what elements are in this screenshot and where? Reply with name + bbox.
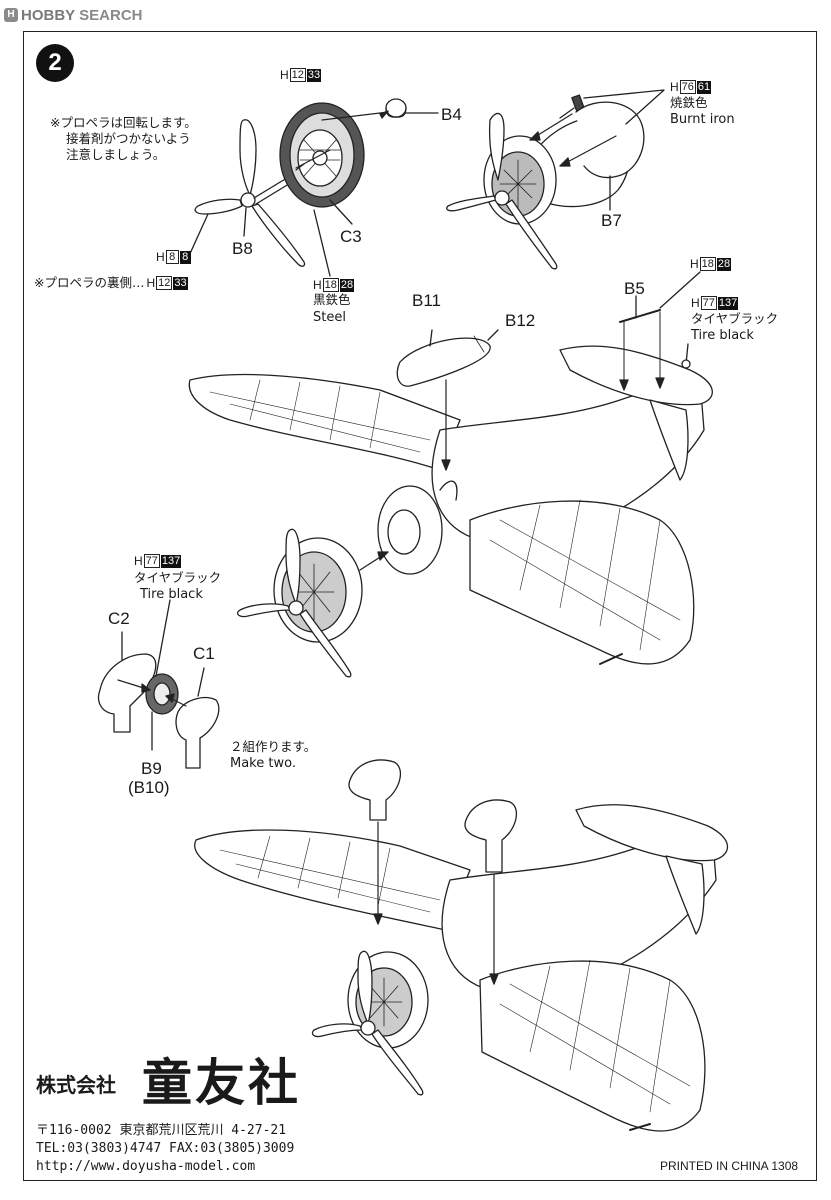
paint-name-en-tire-black-gear: Tire black [140, 587, 203, 602]
paint-prefix: H [156, 250, 165, 264]
part-label-c2: C2 [108, 609, 130, 628]
paint-prefix: H [134, 554, 143, 568]
paint-box-number: 76 [679, 80, 696, 94]
part-label-c3: C3 [340, 227, 362, 246]
part-label-c1: C1 [193, 644, 215, 663]
part-label-b9: B9 [141, 759, 162, 778]
propeller-note-line-2: 接着剤がつかないよう [66, 131, 191, 146]
paint-name-jp-tire-black-gear: タイヤブラック [134, 570, 222, 585]
part-label-b12: B12 [505, 311, 536, 330]
paint-box-number: 8 [165, 250, 179, 264]
paint-fill-number: 28 [339, 278, 355, 292]
company-tel-fax: TEL:03(3803)4747 FAX:03(3805)3009 [36, 1141, 295, 1156]
watermark-brand: HOBBY [21, 6, 76, 24]
company-brand: 童友社 [142, 1053, 301, 1112]
paint-fill-number: 137 [717, 296, 739, 310]
propeller-exploded-diagram [187, 98, 439, 277]
paint-box-number: 18 [322, 278, 339, 292]
part-label-b7: B7 [601, 211, 622, 230]
cowling-exhaust-diagram [446, 89, 665, 270]
propeller-note-line-3: 注意しましょう。 [66, 147, 166, 162]
aircraft-top-assembly [188, 271, 713, 678]
part-label-b11: B11 [412, 291, 441, 310]
printed-in-china: PRINTED IN CHINA 1308 [660, 1159, 799, 1173]
part-label-b8: B8 [232, 239, 253, 258]
paint-prefix: H [280, 68, 289, 82]
company-prefix: 株式会社 [36, 1073, 116, 1097]
paint-box-number: 12 [156, 276, 173, 290]
watermark-search: SEARCH [79, 6, 143, 24]
paint-name-en-steel: Steel [313, 310, 346, 325]
paint-box-number: 77 [700, 296, 717, 310]
paint-name-jp-steel: 黒鉄色 [313, 292, 351, 307]
paint-box-number: 18 [699, 257, 716, 271]
propeller-back-text: ※プロペラの裏側… [34, 274, 145, 290]
hobbysearch-watermark: H HOBBY SEARCH [4, 6, 143, 24]
part-label-b4: B4 [441, 105, 462, 124]
part-label-b5: B5 [624, 279, 645, 298]
paint-fill-number: 8 [179, 250, 191, 264]
paint-name-en-tire-black-tail: Tire black [691, 328, 754, 343]
paint-prefix: H [690, 257, 699, 271]
company-address: 〒116-0002 東京都荒川区荒川 4-27-21 [36, 1123, 287, 1138]
paint-prefix: H [691, 296, 700, 310]
paint-fill-number: 33 [173, 276, 188, 290]
company-url: http://www.doyusha-model.com [36, 1159, 256, 1174]
part-label-b10: (B10) [128, 778, 170, 797]
paint-fill-number: 137 [160, 554, 182, 568]
propeller-note-line-1: ※プロペラは回転します。 [50, 115, 197, 130]
paint-fill-number: 28 [716, 257, 732, 271]
aircraft-bottom-assembly [194, 759, 728, 1132]
paint-fill-number: 33 [306, 68, 322, 82]
paint-name-jp-burnt-iron: 焼鉄色 [670, 95, 708, 110]
instruction-frame [23, 31, 817, 1181]
paint-box-number: 77 [143, 554, 160, 568]
make-two-note-jp: ２組作ります。 [230, 739, 317, 754]
paint-name-en-burnt-iron: Burnt iron [670, 112, 735, 127]
paint-prefix: H [146, 276, 156, 290]
paint-fill-number: 61 [696, 80, 712, 94]
step-number-badge: 2 [36, 44, 74, 82]
paint-name-jp-tire-black-tail: タイヤブラック [691, 311, 779, 326]
make-two-note-en: Make two. [230, 756, 296, 771]
hobbysearch-logo-icon: H [4, 8, 18, 22]
landing-gear-diagram [97, 599, 220, 769]
paint-box-number: 12 [289, 68, 306, 82]
paint-prefix: H [670, 80, 679, 94]
paint-prefix: H [313, 278, 322, 292]
